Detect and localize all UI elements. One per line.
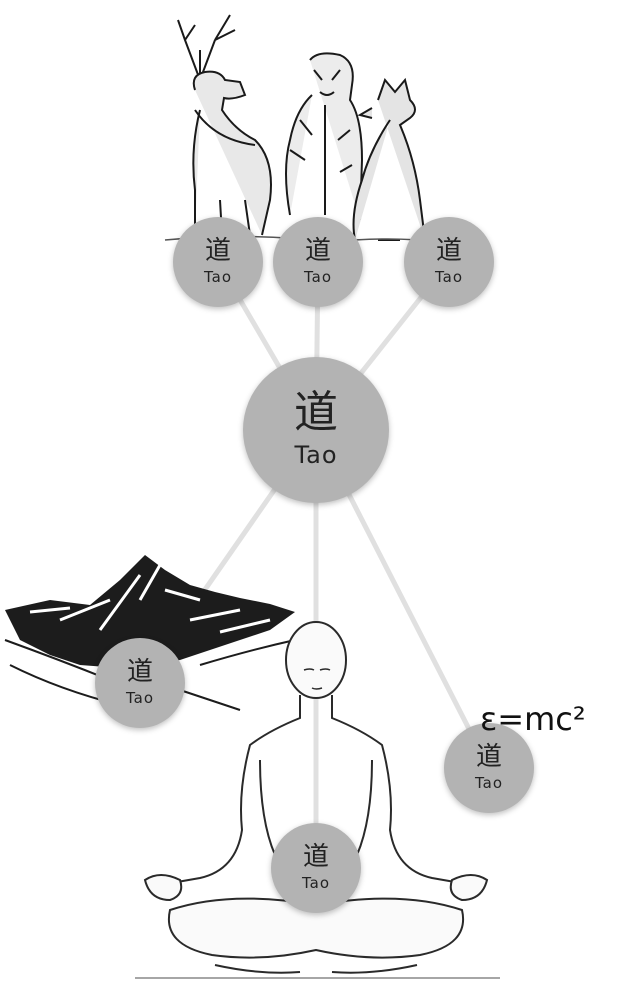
tao-label: Tao (294, 440, 338, 469)
tao-label: Tao (301, 874, 331, 892)
wolf-tao-node[interactable]: 道 Tao (404, 217, 494, 307)
connector-lines (137, 259, 492, 871)
tao-glyph: 道 (294, 386, 338, 438)
human-tao-node[interactable]: 道 Tao (271, 823, 361, 913)
tao-label: Tao (303, 268, 333, 286)
mountain-tao-node[interactable]: 道 Tao (95, 638, 185, 728)
deer-tao-node[interactable]: 道 Tao (173, 217, 263, 307)
wolf-icon (352, 77, 426, 241)
physics-tao-node[interactable]: 道 Tao (444, 723, 534, 813)
animals-illustration (164, 14, 441, 243)
meditating-person-illustration (135, 621, 500, 979)
tao-glyph: 道 (435, 236, 462, 266)
tao-label: Tao (474, 774, 504, 792)
deer-icon (177, 14, 272, 236)
tao-label: Tao (434, 268, 464, 286)
mountains-illustration (4, 555, 296, 711)
tiger-tao-node[interactable]: 道 Tao (273, 217, 363, 307)
tao-glyph: 道 (126, 657, 153, 687)
tao-glyph: 道 (302, 842, 329, 872)
center-tao-node[interactable]: 道 Tao (243, 357, 389, 503)
tiger-icon (285, 52, 364, 221)
tao-glyph: 道 (475, 742, 502, 772)
tao-glyph: 道 (204, 236, 231, 266)
tao-glyph: 道 (304, 236, 331, 266)
tao-label: Tao (203, 268, 233, 286)
einstein-formula: ε=mc² (480, 700, 586, 738)
tao-label: Tao (125, 689, 155, 707)
